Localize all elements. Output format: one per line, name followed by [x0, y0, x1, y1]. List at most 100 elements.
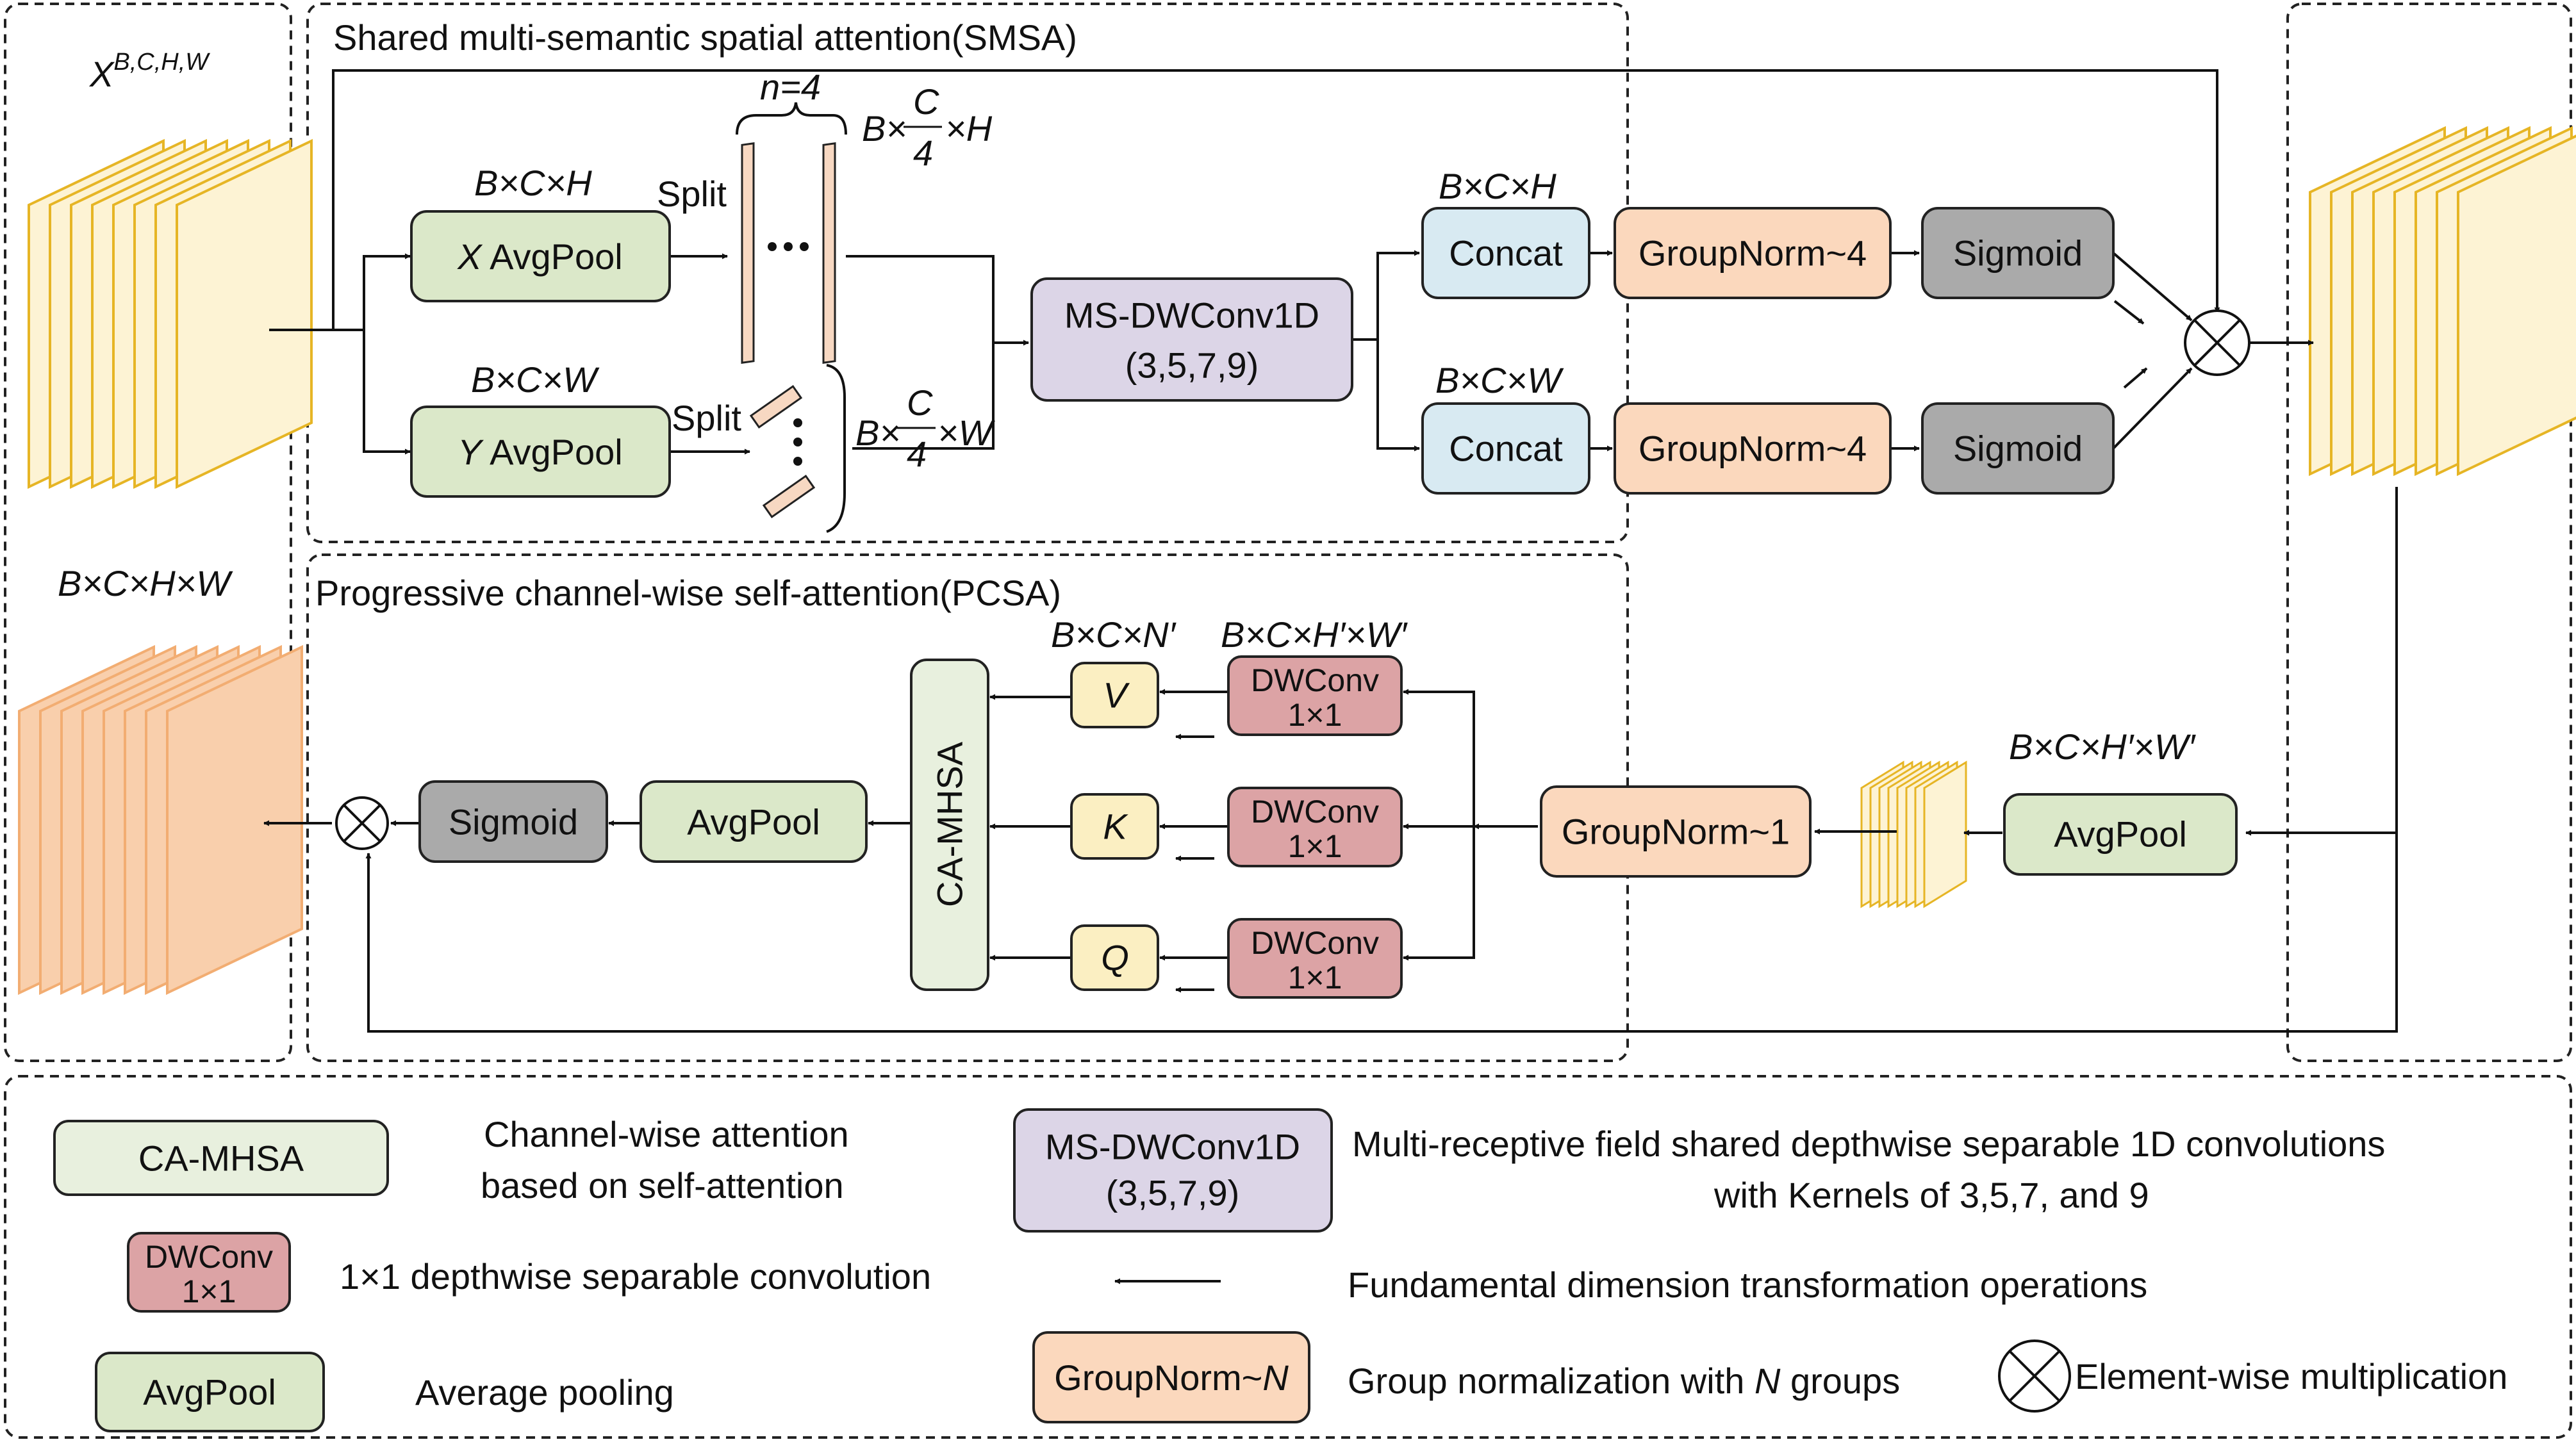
legend-multiply-icon — [1998, 1340, 2071, 1413]
svg-text:CA-MHSA: CA-MHSA — [930, 741, 970, 907]
concat-top-box: Concat — [1421, 207, 1590, 299]
svg-text:AvgPool: AvgPool — [143, 1372, 276, 1413]
svg-text:Sigmoid: Sigmoid — [449, 802, 578, 842]
svg-text:1×1: 1×1 — [1288, 697, 1342, 733]
svg-text:GroupNorm~4: GroupNorm~4 — [1639, 429, 1867, 469]
avgpool-mid-box: AvgPool — [640, 780, 868, 863]
legend-avgpool-desc: Average pooling — [415, 1372, 674, 1413]
legend-groupnorm-box: GroupNorm~N — [1032, 1331, 1310, 1423]
svg-text:Sigmoid: Sigmoid — [1953, 429, 2083, 469]
final-feature-stack — [18, 644, 303, 995]
svg-text:DWConv: DWConv — [1251, 662, 1379, 698]
smsa-multiply-icon — [2184, 309, 2250, 376]
svg-text:B×: B× — [855, 413, 900, 453]
svg-text:4: 4 — [913, 133, 933, 173]
legend: CA-MHSA Channel-wise attention based on … — [53, 1108, 2507, 1432]
concat-bottom-box: Concat — [1421, 402, 1590, 495]
feature-sheet — [1923, 760, 1967, 908]
svg-text:Y AvgPool: Y AvgPool — [458, 432, 622, 472]
split-label-top: Split — [657, 174, 727, 214]
svg-text:MS-DWConv1D: MS-DWConv1D — [1064, 295, 1319, 336]
q-box: Q — [1070, 924, 1159, 991]
svg-text:B×: B× — [862, 108, 907, 149]
svg-text:GroupNorm~1: GroupNorm~1 — [1562, 812, 1790, 852]
dwconv-q-box: DWConv 1×1 — [1227, 918, 1403, 999]
smsa-title: Shared multi-semantic spatial attention(… — [333, 17, 1077, 58]
x-avgpool-box: X AvgPool — [410, 210, 671, 302]
legend-ms-desc-1: Multi-receptive field shared depthwise s… — [1352, 1124, 2385, 1164]
svg-text:MS-DWConv1D: MS-DWConv1D — [1045, 1127, 1300, 1167]
legend-frame — [4, 1075, 2572, 1439]
legend-multiply-desc: Element-wise multiplication — [2075, 1356, 2507, 1397]
sigmoid-top-box: Sigmoid — [1921, 207, 2115, 299]
svg-text:GroupNorm~N: GroupNorm~N — [1054, 1357, 1289, 1398]
v-box: V — [1070, 662, 1159, 728]
svg-text:×W: ×W — [937, 413, 996, 453]
feature-sheet — [2457, 135, 2576, 477]
legend-ca-mhsa-desc-1: Channel-wise attention — [484, 1114, 849, 1154]
svg-text:(3,5,7,9): (3,5,7,9) — [1125, 345, 1259, 386]
split-slices-bottom — [749, 364, 846, 533]
ca-mhsa-box: CA-MHSA — [910, 659, 989, 991]
svg-text:V: V — [1103, 675, 1130, 716]
svg-text:K: K — [1103, 807, 1128, 847]
legend-dwconv-desc: 1×1 depthwise separable convolution — [340, 1256, 931, 1297]
y-avgpool-box: Y AvgPool — [410, 406, 671, 498]
avgpool-right-box: AvgPool — [2003, 793, 2238, 876]
dim-bchw-prime-right: B×C×H′×W′ — [2009, 726, 2197, 767]
dim-concat-top: B×C×H — [1439, 166, 1556, 206]
svg-text:×H: ×H — [945, 108, 993, 149]
smsa-connectors — [269, 69, 2314, 455]
split-dim-bottom: B× C 4 ×W — [855, 382, 996, 474]
feature-sheet — [166, 644, 303, 995]
pcsa-multiply-icon — [335, 796, 389, 850]
svg-text:AvgPool: AvgPool — [2054, 814, 2187, 855]
svg-text:DWConv: DWConv — [1251, 925, 1379, 961]
svg-text:DWConv: DWConv — [145, 1239, 273, 1275]
svg-text:CA-MHSA: CA-MHSA — [138, 1138, 304, 1179]
svg-text:Sigmoid: Sigmoid — [1953, 233, 2083, 274]
legend-dwconv-box: DWConv 1×1 — [127, 1232, 291, 1313]
sigmoid-pcsa-box: Sigmoid — [418, 780, 608, 863]
svg-text:GroupNorm~4: GroupNorm~4 — [1639, 233, 1867, 274]
svg-text:1×1: 1×1 — [182, 1274, 236, 1309]
sigmoid-bottom-box: Sigmoid — [1921, 402, 2115, 495]
pcsa-frame — [306, 553, 1629, 1062]
legend-ms-desc-2: with Kernels of 3,5,7, and 9 — [1713, 1175, 2149, 1215]
svg-text:(3,5,7,9): (3,5,7,9) — [1106, 1173, 1240, 1213]
legend-ms-box: MS-DWConv1D (3,5,7,9) — [1013, 1108, 1333, 1233]
dim-concat-bottom: B×C×W — [1435, 360, 1564, 400]
input-feature-stack — [28, 138, 313, 489]
svg-text:4: 4 — [907, 434, 927, 474]
dwconv-v-box: DWConv 1×1 — [1227, 655, 1403, 736]
legend-ca-mhsa-box: CA-MHSA — [53, 1120, 389, 1196]
split-label-bottom: Split — [672, 398, 741, 438]
groupnorm4-bottom-box: GroupNorm~4 — [1614, 402, 1892, 495]
split-dim-top: B× C 4 ×H — [862, 81, 993, 173]
svg-text:C: C — [913, 81, 939, 122]
groupnorm1-box: GroupNorm~1 — [1540, 785, 1812, 878]
ms-dwconv1d-box: MS-DWConv1D (3,5,7,9) — [1030, 277, 1353, 402]
svg-text:Concat: Concat — [1449, 429, 1563, 469]
final-stack-label: B×C×H×W — [58, 563, 233, 603]
svg-text:1×1: 1×1 — [1288, 960, 1342, 995]
k-box: K — [1070, 793, 1159, 860]
pcsa-connectors — [263, 487, 2398, 1033]
dim-bchw-prime-top: B×C×H′×W′ — [1221, 614, 1408, 655]
dwconv-k-box: DWConv 1×1 — [1227, 787, 1403, 867]
split-slices-top — [736, 102, 847, 364]
feature-sheet — [176, 138, 313, 489]
legend-arrow-desc: Fundamental dimension transformation ope… — [1348, 1265, 2147, 1305]
dim-bcn: B×C×N′ — [1051, 614, 1177, 655]
legend-groupnorm-desc: Group normalization with N groups — [1348, 1361, 1900, 1401]
pcsa-title: Progressive channel-wise self-attention(… — [315, 573, 1061, 613]
legend-ca-mhsa-desc-2: based on self-attention — [481, 1165, 844, 1206]
svg-text:DWConv: DWConv — [1251, 794, 1379, 830]
svg-text:AvgPool: AvgPool — [687, 802, 820, 842]
dim-y-pool: B×C×W — [471, 359, 600, 400]
legend-avgpool-box: AvgPool — [95, 1352, 325, 1432]
right-output-frame — [2286, 3, 2572, 1062]
svg-text:C: C — [907, 382, 933, 423]
svg-text:X AvgPool: X AvgPool — [456, 236, 622, 277]
